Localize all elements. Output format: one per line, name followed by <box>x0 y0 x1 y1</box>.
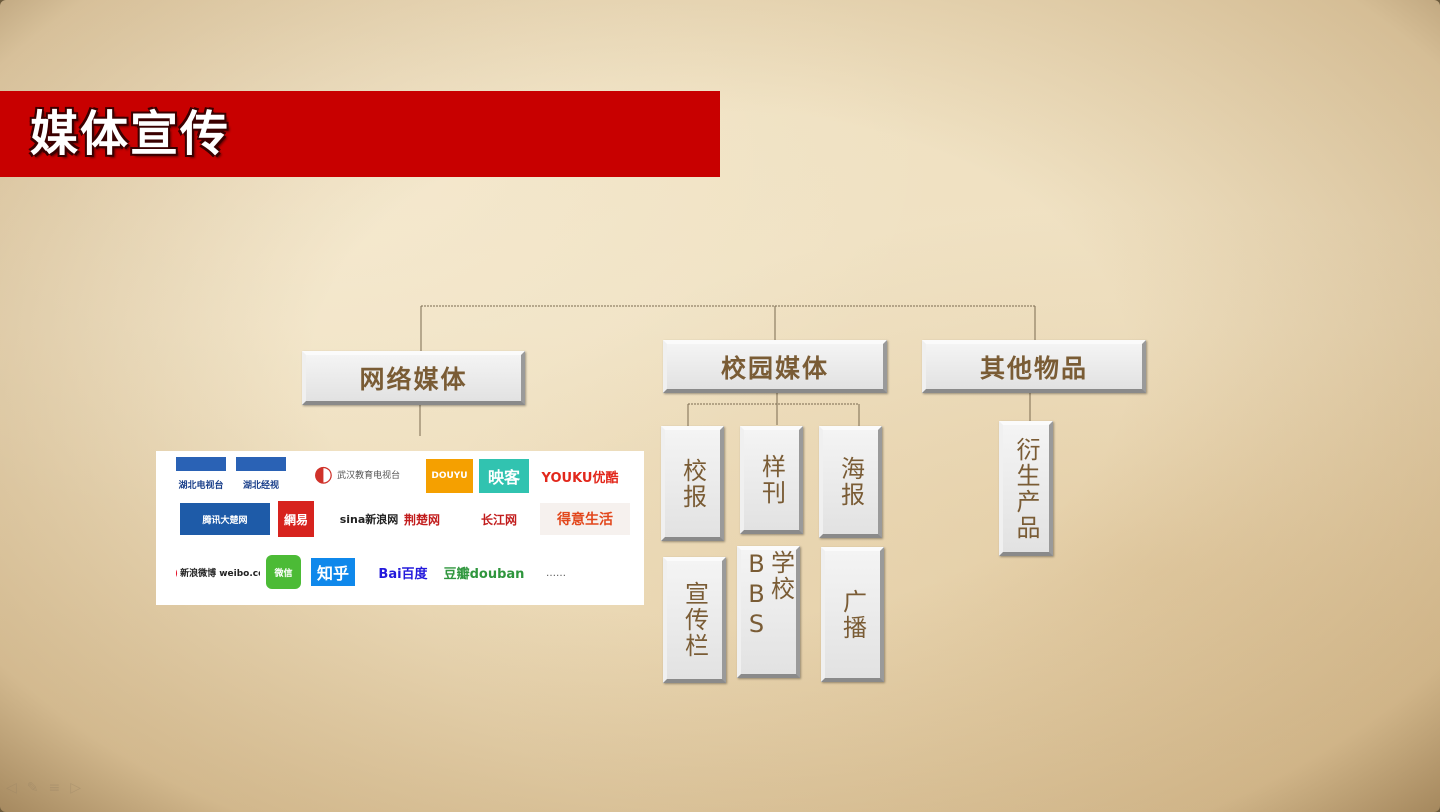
logo-youku: YOUKU优酷 <box>541 470 619 486</box>
logo-weibo: ● 新浪微博 weibo.com <box>176 555 260 589</box>
logo-changjiang: 长江网 <box>480 512 517 527</box>
logo-zhihu: 知乎 <box>311 558 355 586</box>
item-sample-publication: 样刊 <box>740 426 803 534</box>
logo-douyu: DOUYU <box>426 459 473 493</box>
prev-arrow-icon[interactable]: ◁ <box>6 780 27 796</box>
slide-nav-controls[interactable]: ◁✎≡▷ <box>6 780 91 796</box>
category-other-items: 其他物品 <box>922 340 1146 393</box>
item-poster: 海报 <box>819 426 882 538</box>
category-label: 校园媒体 <box>720 353 829 383</box>
category-campus-media: 校园媒体 <box>663 340 887 393</box>
logo-sina: sina新浪网 <box>339 513 399 526</box>
media-logo-panel: 湖北电视台 湖北经视 ◐ 武汉教育电视台 DOUYU 映客 YOUKU优酷 腾讯… <box>156 451 644 605</box>
item-derivative-products: 衍生产品 <box>999 421 1053 556</box>
logo-deyi: 得意生活 <box>540 503 630 535</box>
logo-yingke: 映客 <box>479 459 529 493</box>
pen-icon[interactable]: ✎ <box>26 780 49 796</box>
category-label: 网络媒体 <box>359 365 468 394</box>
logo-tencent-dachu: 腾讯大楚网 <box>180 503 270 535</box>
weibo-icon: ● <box>176 562 178 583</box>
item-bulletin-board: 宣传栏 <box>663 557 726 683</box>
logo-wechat: 微信 <box>266 555 301 589</box>
item-broadcast: 广播 <box>821 547 884 682</box>
logo-baidu: Bai百度 <box>378 566 428 582</box>
menu-icon[interactable]: ≡ <box>48 780 71 796</box>
item-school-newspaper: 校报 <box>661 426 724 541</box>
logo-netease: 網易 <box>278 501 314 537</box>
logo-hubei-jingshi: 湖北经视 <box>236 457 286 491</box>
logo-ellipsis: …… <box>546 567 566 579</box>
page-title: 媒体宣传 <box>30 106 231 162</box>
logo-douban: 豆瓣douban <box>444 566 524 582</box>
next-arrow-icon[interactable]: ▷ <box>70 780 92 796</box>
category-label: 其他物品 <box>979 353 1088 383</box>
item-school-bbs: 学校BBS <box>737 546 800 678</box>
logo-wuhan-education-tv: ◐ 武汉教育电视台 <box>313 461 401 487</box>
category-network-media: 网络媒体 <box>302 351 525 405</box>
logo-jingchu: 荆楚网 <box>403 512 440 527</box>
logo-hubei-tv: 湖北电视台 <box>176 457 226 491</box>
title-banner: 媒体宣传 <box>0 91 720 177</box>
wuhan-edu-mark-icon: ◐ <box>313 461 334 487</box>
